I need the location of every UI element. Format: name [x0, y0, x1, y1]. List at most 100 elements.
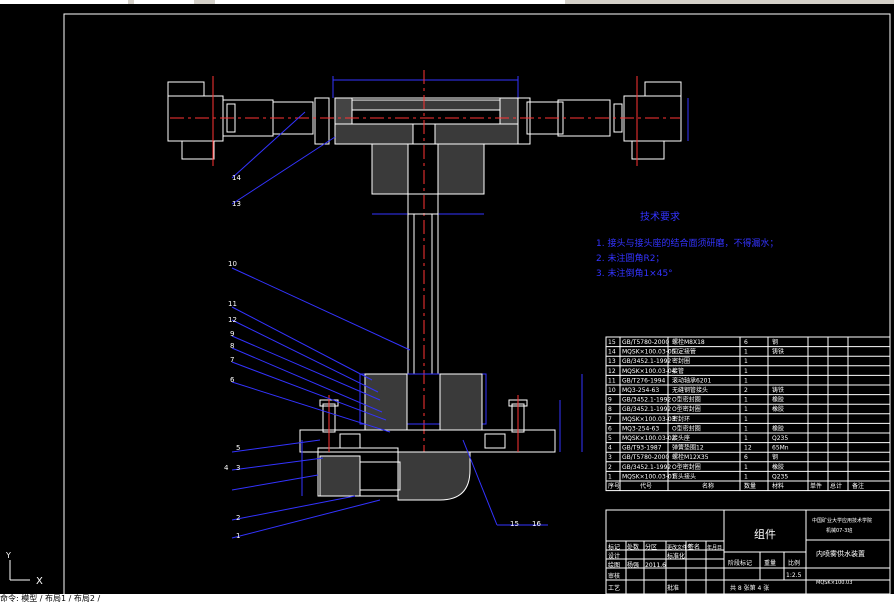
bom-cell: 5 — [608, 435, 612, 442]
bom-cell: 11 — [608, 377, 616, 384]
toolbar-segment — [0, 0, 128, 4]
bom-header-qty: 数量 — [744, 482, 756, 490]
bom-cell: 13 — [608, 358, 616, 365]
bom-cell: 接头座 — [672, 434, 690, 442]
callout-9: 9 — [230, 330, 234, 338]
bom-cell: 14 — [608, 349, 616, 356]
institute-name: 中国矿业大学应用技术学院 — [812, 517, 872, 524]
bom-cell: GB/T5780-2000 — [622, 339, 669, 346]
bom-cell: Q235 — [772, 435, 788, 442]
bom-cell: 4 — [608, 445, 612, 452]
bom-header-total-weight: 总计 — [830, 482, 842, 490]
bom-cell: 钢 — [772, 453, 778, 461]
bom-cell: 螺栓M8X18 — [672, 338, 705, 346]
bom-cell: 橡胶 — [772, 405, 784, 413]
bom-cell: 65Mn — [772, 445, 789, 452]
tech-note-line: 1. 接头与接头座的结合面须研磨，不得漏水； — [596, 237, 778, 249]
bom-cell: 1 — [744, 464, 748, 471]
bom-cell: 7 — [608, 416, 612, 423]
bom-cell: O型密封圈 — [672, 424, 701, 432]
callout-4: 4 — [224, 464, 229, 472]
callout-14: 14 — [232, 174, 241, 182]
bom-cell: GB/T93-1987 — [622, 445, 662, 452]
bom-cell: 密封环 — [672, 415, 690, 423]
bom-cell: 2 — [744, 387, 748, 394]
label-sign: 签名 — [688, 543, 700, 551]
label-design: 设计 — [608, 552, 620, 560]
bom-cell: GB/3452.1-1992 — [622, 464, 671, 471]
bom-cell: MQSK×100.03-04 — [622, 368, 676, 375]
bom-cell: 铸铁 — [772, 386, 784, 394]
technical-notes: 技术要求 1. 接头与接头座的结合面须研磨，不得漏水； 2. 未注圆角R2； 3… — [596, 210, 778, 279]
institute-class: 机械07-3班 — [826, 527, 852, 534]
label-ymd: 年月日 — [707, 544, 722, 551]
leader-lines — [231, 111, 411, 539]
bom-cell: MQSK×100.03-03 — [622, 416, 676, 423]
bom-cell: O型密封圈 — [672, 405, 701, 413]
toolbar-strip — [0, 0, 894, 4]
callout-13: 13 — [232, 200, 241, 208]
callout-7: 7 — [230, 356, 234, 364]
bom-cell: 1 — [744, 425, 748, 432]
callout-2: 2 — [236, 514, 240, 522]
label-change-doc: 更改文件号 — [667, 544, 692, 551]
bom-header-material: 材料 — [772, 482, 784, 490]
bom-cell: 铸铁 — [772, 348, 784, 356]
bom-cell: 弯头接头 — [672, 472, 696, 480]
bom-header-code: 代号 — [640, 482, 652, 490]
bom-cell: GB/3452.1-1992 — [622, 397, 671, 404]
ucs-icon: X Y — [5, 551, 43, 587]
bom-cell: 1 — [744, 358, 748, 365]
drawing-name: 内喷雾供水装置 — [816, 549, 865, 558]
label-approve: 批准 — [667, 584, 679, 592]
top-swivel-assembly — [167, 70, 689, 500]
callout-11: 11 — [228, 300, 237, 308]
callout-12: 12 — [228, 316, 237, 324]
scale-value: 1:2.5 — [786, 572, 802, 579]
bom-cell: 橡胶 — [772, 396, 784, 404]
bom-cell: 钢 — [772, 338, 778, 346]
callout-8: 8 — [230, 342, 234, 350]
sheet-info: 共 8 张第 4 张 — [730, 584, 769, 592]
tech-note-line: 2. 未注圆角R2； — [596, 252, 664, 264]
label-std: 标准化 — [667, 552, 685, 560]
status-bar: 命令: 模型 / 布局1 / 布局2 / — [0, 594, 894, 603]
toolbar-segment — [134, 0, 194, 4]
bom-cell: GB/T5780-2000 — [622, 454, 669, 461]
bom-cell: 1 — [744, 349, 748, 356]
bom-header-name: 名称 — [702, 482, 714, 490]
bom-cell: 10 — [608, 387, 616, 394]
bom-cell: GB/3452.1-1992 — [622, 406, 671, 413]
toolbar-segment — [215, 0, 565, 4]
bom-cell: MQ3-254-63 — [622, 425, 659, 432]
author-name: 杨强 — [627, 561, 639, 569]
callout-3: 3 — [236, 464, 240, 472]
dimension-15: 15 — [510, 520, 519, 528]
bom-cell: 1 — [744, 377, 748, 384]
bom-cell: 12 — [744, 445, 752, 452]
tech-notes-title: 技术要求 — [640, 210, 680, 223]
bom-header-no: 序号 — [608, 482, 620, 490]
bom-cell: 无缝钢管接头 — [672, 386, 708, 394]
bom-cell: 橡胶 — [772, 463, 784, 471]
bom-cell: 滚动轴承6201 — [672, 376, 711, 384]
callout-5: 5 — [236, 444, 240, 452]
bom-cell: Q235 — [772, 473, 788, 480]
bom-cell: 螺栓M12X35 — [672, 453, 709, 461]
bom-cell: O型密封圈 — [672, 463, 701, 471]
drawing-number: MQSK×100.03 — [816, 580, 852, 586]
bom-cell: 1 — [744, 368, 748, 375]
bom-cell: 1 — [744, 397, 748, 404]
label-stage: 阶段标记 — [728, 559, 752, 567]
bom-cell: 6 — [744, 454, 748, 461]
bom-cell: 橡胶 — [772, 424, 784, 432]
label-count: 处数 — [627, 543, 639, 551]
title-block: 组件 中国矿业大学应用技术学院 机械07-3班 内喷雾供水装置 MQSK×100… — [605, 509, 891, 595]
callout-numbers: 14 13 10 11 12 9 8 7 6 5 4 3 2 1 15 16 — [224, 174, 541, 540]
label-draw: 绘图 — [608, 561, 620, 569]
callout-10: 10 — [228, 260, 237, 268]
bom-cell: 6 — [608, 425, 612, 432]
